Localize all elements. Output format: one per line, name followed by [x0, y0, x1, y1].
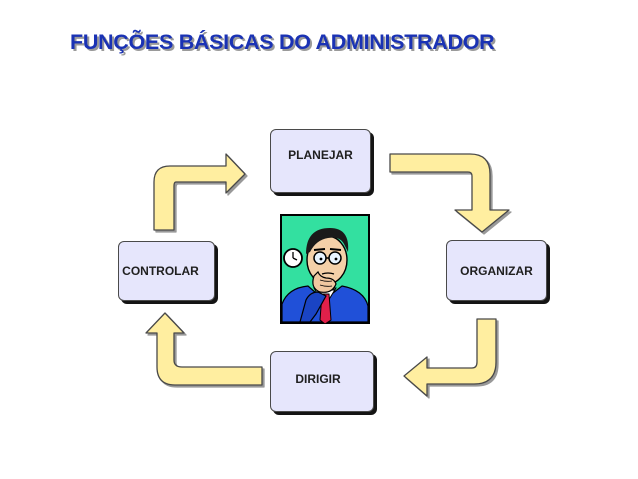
arrow-organizar-to-dirigir — [403, 318, 497, 397]
node-planejar: PLANEJAR — [270, 129, 371, 193]
arrow-controlar-to-planejar — [153, 153, 246, 231]
node-dirigir-label: DIRIGIR — [295, 371, 341, 386]
hair — [306, 228, 349, 254]
node-organizar-label: ORGANIZAR — [460, 263, 533, 278]
clock-icon — [283, 248, 303, 268]
node-organizar: ORGANIZAR — [446, 240, 547, 301]
arrow-dirigir-to-controlar — [145, 312, 263, 386]
hand — [312, 270, 337, 293]
page-title: FUNÇÕES BÁSICAS DO ADMINISTRADOR — [70, 30, 495, 54]
node-controlar: CONTROLAR — [118, 241, 215, 301]
glasses-right — [328, 251, 342, 265]
glasses-left — [313, 251, 327, 265]
node-controlar-label: CONTROLAR — [122, 264, 199, 278]
arm — [299, 291, 327, 323]
node-dirigir: DIRIGIR — [270, 351, 374, 412]
businessman-illustration — [280, 214, 370, 324]
arrow-planejar-to-organizar — [389, 153, 510, 233]
node-planejar-label: PLANEJAR — [288, 148, 353, 162]
